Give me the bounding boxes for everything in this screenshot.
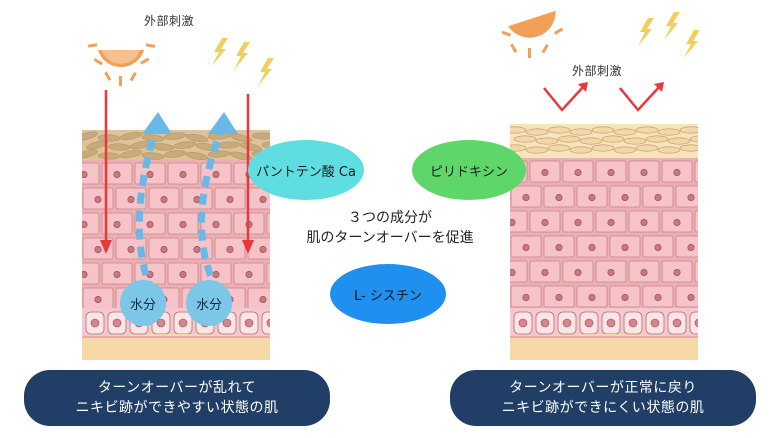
right-stimulus-label: 外部刺激 bbox=[572, 64, 623, 78]
left-sun-icon bbox=[86, 38, 156, 88]
right-skin-illustration bbox=[510, 124, 698, 360]
center-message-line1: ３つの成分が bbox=[348, 210, 432, 226]
left-caption: ターンオーバーが乱れて ニキビ跡ができやすい状態の肌 bbox=[24, 370, 330, 426]
right-sun-icon bbox=[500, 8, 570, 62]
ingredient-cystine: L- シスチン bbox=[330, 264, 446, 324]
right-lightning-icon bbox=[630, 10, 710, 62]
center-message-line2: 肌のターンオーバーを促進 bbox=[306, 230, 474, 246]
right-bounce-arrows bbox=[540, 80, 680, 116]
ingredient-pyridoxine: ピリドキシン bbox=[412, 140, 526, 200]
left-lightning-icon bbox=[204, 36, 284, 88]
left-caption-line1: ターンオーバーが乱れて bbox=[97, 380, 257, 396]
left-caption-line2: ニキビ跡ができやすい状態の肌 bbox=[75, 400, 279, 416]
right-caption: ターンオーバーが正常に戻り ニキビ跡ができにくい状態の肌 bbox=[450, 370, 756, 426]
right-caption-line1: ターンオーバーが正常に戻り bbox=[509, 380, 697, 396]
center-message: ３つの成分が 肌のターンオーバーを促進 bbox=[270, 208, 510, 248]
right-skin-diagram bbox=[510, 124, 698, 360]
left-stimulus-label: 外部刺激 bbox=[144, 14, 195, 28]
left-water-badge-1: 水分 bbox=[120, 280, 166, 326]
left-water-badge-2: 水分 bbox=[186, 280, 232, 326]
ingredient-pantothenate: パントテン酸 Ca bbox=[248, 140, 364, 200]
right-caption-line2: ニキビ跡ができにくい状態の肌 bbox=[501, 400, 705, 416]
left-water-arrows bbox=[120, 110, 250, 300]
